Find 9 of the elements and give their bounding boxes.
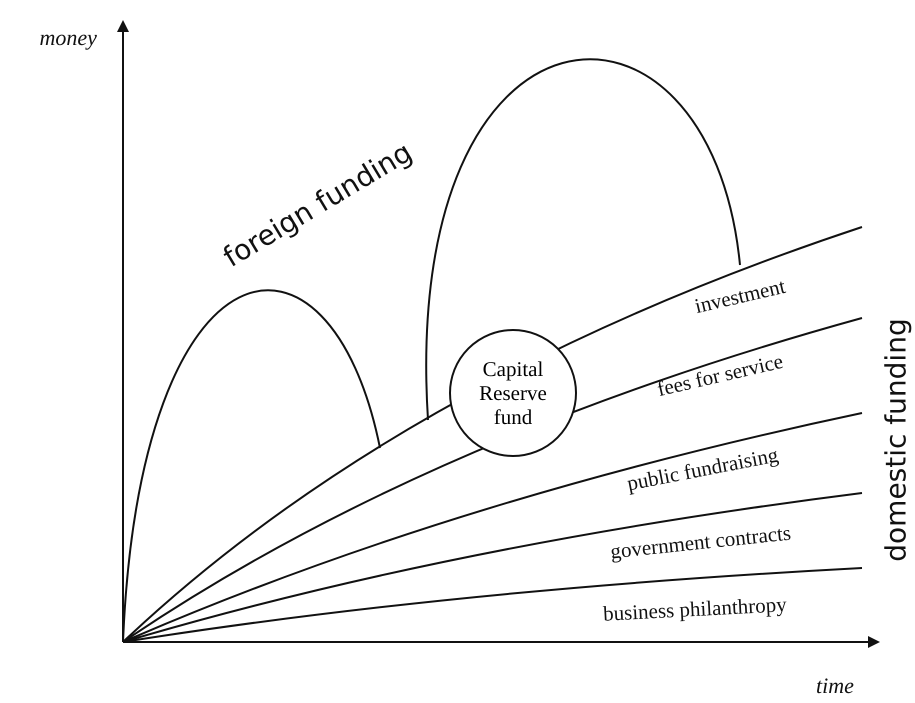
axis-label: money — [40, 25, 97, 51]
region-label: domestic funding — [882, 318, 910, 562]
band-label: business philanthropy — [602, 592, 788, 626]
band-label: government contracts — [608, 520, 792, 564]
band-label: fees for service — [654, 348, 786, 402]
axis-label: time — [816, 673, 854, 699]
band-label: investment — [692, 273, 788, 319]
band-label: public fundraising — [624, 442, 780, 496]
node-label: Capital Reserve fund — [478, 356, 548, 430]
